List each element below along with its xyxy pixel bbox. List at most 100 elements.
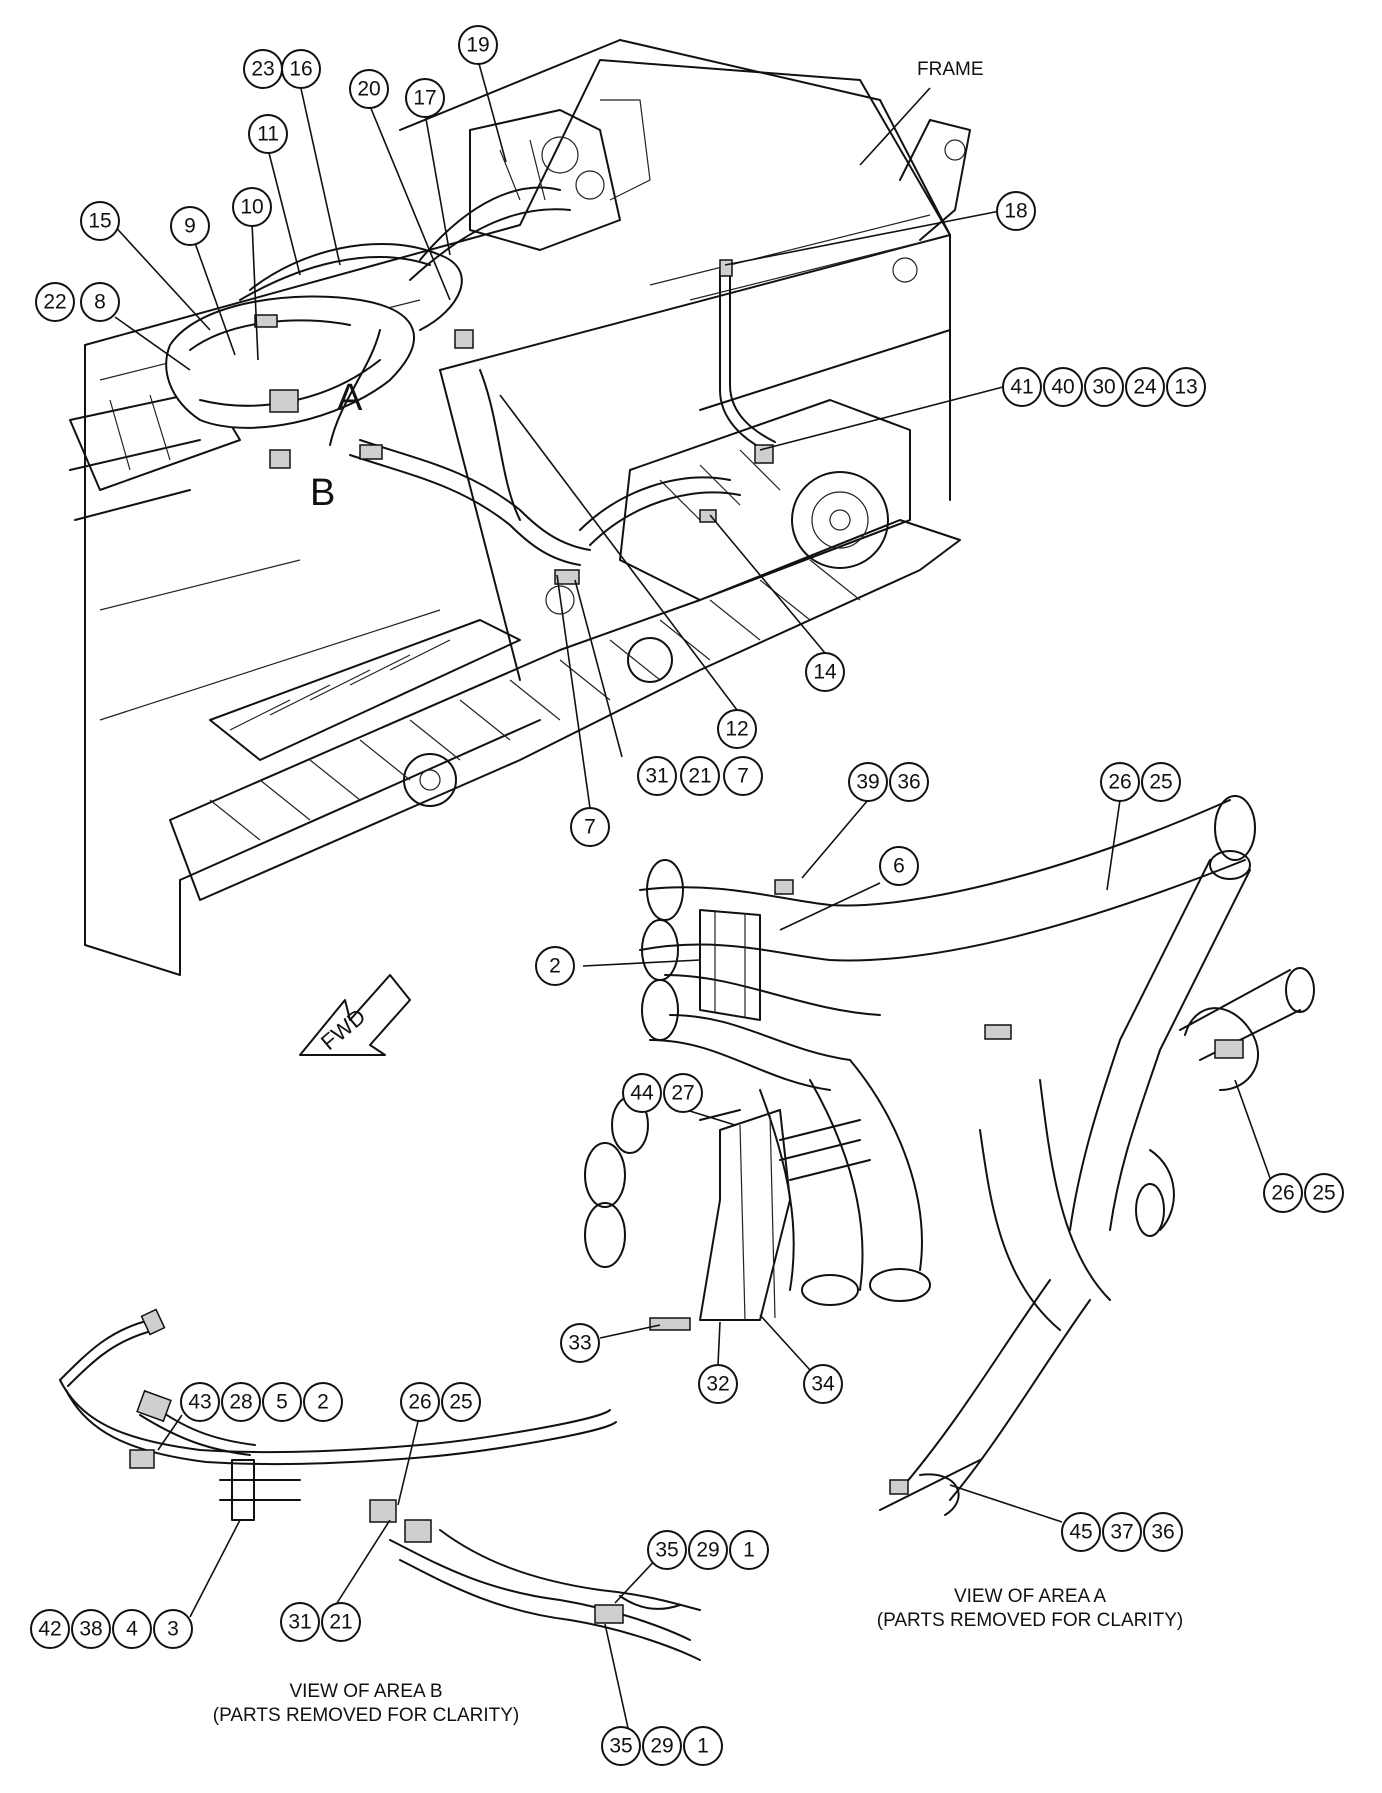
callout-15[interactable]: 15 — [80, 201, 120, 241]
svg-text:5: 5 — [276, 1391, 288, 1414]
svg-text:24: 24 — [1133, 376, 1157, 399]
callout-43[interactable]: 43 — [180, 1382, 220, 1422]
callout-34[interactable]: 34 — [803, 1364, 843, 1404]
callout-29-area-b-bottom[interactable]: 29 — [642, 1726, 682, 1766]
callout-3[interactable]: 3 — [153, 1609, 193, 1649]
svg-text:31: 31 — [288, 1611, 311, 1634]
svg-text:21: 21 — [329, 1611, 352, 1634]
callout-4[interactable]: 4 — [112, 1609, 152, 1649]
area-a-caption-line1: VIEW OF AREA A — [954, 1586, 1106, 1607]
callout-19[interactable]: 19 — [458, 25, 498, 65]
svg-text:12: 12 — [725, 718, 748, 741]
callout-35-area-b-top[interactable]: 35 — [647, 1530, 687, 1570]
machine-illustration — [69, 39, 971, 976]
callout-39[interactable]: 39 — [848, 762, 888, 802]
svg-text:21: 21 — [688, 765, 711, 788]
callout-37[interactable]: 37 — [1102, 1512, 1142, 1552]
callout-26-area-a-right[interactable]: 26 — [1263, 1173, 1303, 1213]
callout-5[interactable]: 5 — [262, 1382, 302, 1422]
svg-text:45: 45 — [1069, 1521, 1092, 1544]
callout-25-area-b[interactable]: 25 — [441, 1382, 481, 1422]
area-b-detail — [59, 1308, 701, 1661]
leader-lines — [109, 59, 1271, 1729]
callout-44[interactable]: 44 — [622, 1073, 662, 1113]
callout-1-area-b-bottom[interactable]: 1 — [683, 1726, 723, 1766]
callout-7-main-a[interactable]: 7 — [723, 756, 763, 796]
svg-text:23: 23 — [251, 58, 274, 81]
callout-36-area-a-bottom[interactable]: 36 — [1143, 1512, 1183, 1552]
callout-22[interactable]: 22 — [35, 282, 75, 322]
callout-42[interactable]: 42 — [30, 1609, 70, 1649]
callout-31-main[interactable]: 31 — [637, 756, 677, 796]
callout-45[interactable]: 45 — [1061, 1512, 1101, 1552]
callout-28[interactable]: 28 — [221, 1382, 261, 1422]
svg-text:40: 40 — [1051, 376, 1074, 399]
callout-16[interactable]: 16 — [281, 49, 321, 89]
svg-text:11: 11 — [257, 123, 279, 146]
svg-text:9: 9 — [184, 215, 196, 238]
callout-32[interactable]: 32 — [698, 1364, 738, 1404]
frame-label: FRAME — [917, 59, 984, 80]
forward-arrow: FWD — [299, 974, 411, 1056]
svg-text:16: 16 — [289, 58, 312, 81]
callout-41[interactable]: 41 — [1002, 367, 1042, 407]
callout-25-area-a-right[interactable]: 25 — [1304, 1173, 1344, 1213]
callout-40[interactable]: 40 — [1043, 367, 1083, 407]
svg-text:10: 10 — [240, 196, 263, 219]
callout-26-area-b[interactable]: 26 — [400, 1382, 440, 1422]
callout-17[interactable]: 17 — [405, 78, 445, 118]
callout-2-area-b[interactable]: 2 — [303, 1382, 343, 1422]
area-b-caption-line1: VIEW OF AREA B — [289, 1681, 442, 1702]
svg-text:1: 1 — [697, 1735, 709, 1758]
callout-20[interactable]: 20 — [349, 69, 389, 109]
callout-30[interactable]: 30 — [1084, 367, 1124, 407]
callout-8[interactable]: 8 — [80, 282, 120, 322]
svg-text:13: 13 — [1174, 376, 1197, 399]
callout-9[interactable]: 9 — [170, 206, 210, 246]
callout-18[interactable]: 18 — [996, 191, 1036, 231]
callout-35-area-b-bottom[interactable]: 35 — [601, 1726, 641, 1766]
callout-21-area-b[interactable]: 21 — [321, 1602, 361, 1642]
callout-23[interactable]: 23 — [243, 49, 283, 89]
svg-text:35: 35 — [609, 1735, 632, 1758]
svg-text:37: 37 — [1110, 1521, 1133, 1544]
svg-text:26: 26 — [408, 1391, 431, 1414]
callout-11[interactable]: 11 — [248, 114, 288, 154]
svg-text:36: 36 — [1151, 1521, 1174, 1544]
svg-text:7: 7 — [737, 765, 749, 788]
callout-21-main[interactable]: 21 — [680, 756, 720, 796]
area-b-caption-line2: (PARTS REMOVED FOR CLARITY) — [213, 1705, 520, 1726]
svg-text:32: 32 — [706, 1373, 729, 1396]
svg-text:8: 8 — [94, 291, 106, 314]
svg-text:42: 42 — [38, 1618, 61, 1641]
svg-text:6: 6 — [893, 855, 905, 878]
callout-13[interactable]: 13 — [1166, 367, 1206, 407]
callout-2-area-a[interactable]: 2 — [535, 946, 575, 986]
callout-29-area-b-top[interactable]: 29 — [688, 1530, 728, 1570]
svg-text:44: 44 — [630, 1082, 654, 1105]
svg-text:17: 17 — [413, 87, 436, 110]
callout-7-main-b[interactable]: 7 — [570, 807, 610, 847]
svg-text:39: 39 — [856, 771, 879, 794]
svg-text:25: 25 — [449, 1391, 472, 1414]
callout-38[interactable]: 38 — [71, 1609, 111, 1649]
callout-14[interactable]: 14 — [805, 652, 845, 692]
svg-text:28: 28 — [229, 1391, 252, 1414]
callout-6[interactable]: 6 — [879, 846, 919, 886]
callout-26-area-a-top[interactable]: 26 — [1100, 762, 1140, 802]
callout-24[interactable]: 24 — [1125, 367, 1165, 407]
svg-text:31: 31 — [645, 765, 668, 788]
svg-text:33: 33 — [568, 1332, 591, 1355]
callout-1-area-b-top[interactable]: 1 — [729, 1530, 769, 1570]
svg-text:29: 29 — [650, 1735, 673, 1758]
callout-10[interactable]: 10 — [232, 187, 272, 227]
svg-text:3: 3 — [167, 1618, 179, 1641]
svg-text:18: 18 — [1004, 200, 1027, 223]
callout-27[interactable]: 27 — [663, 1073, 703, 1113]
callout-25-area-a-top[interactable]: 25 — [1141, 762, 1181, 802]
callout-33[interactable]: 33 — [560, 1323, 600, 1363]
callout-31-area-b[interactable]: 31 — [280, 1602, 320, 1642]
callout-12[interactable]: 12 — [717, 709, 757, 749]
callout-36-area-a-top[interactable]: 36 — [889, 762, 929, 802]
